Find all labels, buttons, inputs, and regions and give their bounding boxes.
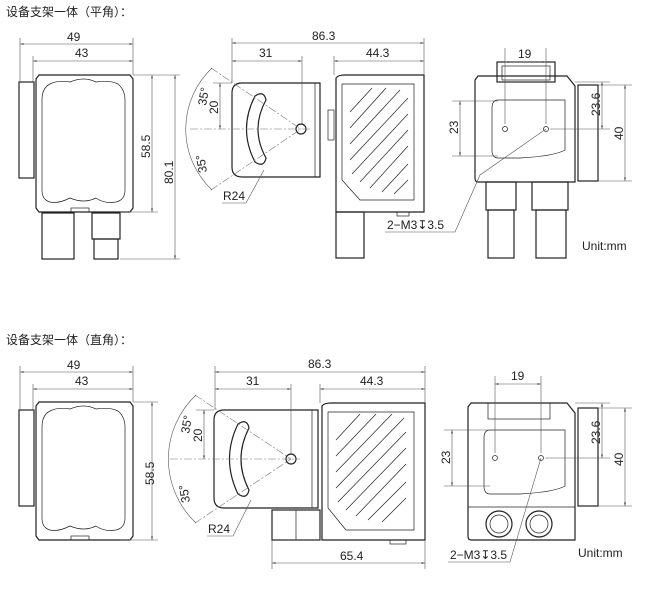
dim-body-length: 44.3 [360,374,384,388]
dim-length-total: 86.3 [308,357,332,371]
dim-height-total: 80.1 [162,160,176,184]
dim-radius: R24 [208,522,230,536]
section-flat-angle: 设备支架一体（平角）： 49 43 58.5 80.1 [6,5,632,260]
dim-angle-upper: 35° [195,86,212,106]
thread-note: 2−M3↧3.5 [450,548,507,562]
dim-height: 40 [612,452,626,466]
dim-hole-height: 23 [439,450,453,464]
dim-angle-lower: 35° [193,153,210,173]
unit-label: Unit:mm [578,546,623,560]
thread-note: 2−M3↧3.5 [387,218,444,232]
dim-height-body: 58.5 [139,134,153,158]
dim-width-inner: 43 [75,46,89,60]
dim-slot-height: 20 [207,100,221,114]
dim-radius: R24 [223,189,245,203]
dim-slot-height: 20 [191,428,205,442]
dim-angle-lower: 35° [176,483,193,503]
dim-angle-upper: 35° [178,414,195,434]
dim-bracket-offset: 31 [259,46,273,60]
dim-height-body: 58.5 [143,461,157,485]
dim-length-total: 86.3 [312,29,336,43]
dim-width-inner: 43 [75,374,89,388]
dim-mount-height: 23.6 [589,92,603,116]
dim-mount-height: 23.6 [589,420,603,444]
dim-bracket-offset: 31 [246,374,260,388]
back-view: 19 23 23.6 40 2−M3↧3.5 Unit:mm [439,369,632,563]
back-view: 19 23 23.6 40 2−M3↧3.5 Unit:mm [385,47,632,259]
dim-width-outer: 49 [67,358,81,372]
unit-label: Unit:mm [582,239,627,253]
dim-hole-spacing: 19 [518,47,532,61]
section-right-angle: 设备支架一体（直角）： 49 43 58.5 [6,333,632,569]
side-view: 86.3 31 44.3 20 35° 35° R24 65.4 [168,357,426,569]
dim-hole-height: 23 [447,120,461,134]
section-title: 设备支架一体（直角）： [6,333,132,347]
section-title: 设备支架一体（平角）： [6,5,132,19]
front-view: 49 43 58.5 [18,358,158,541]
dim-hole-spacing: 19 [511,369,525,383]
side-view: 86.3 31 44.3 20 35° 35° R24 [185,29,425,259]
dim-width-outer: 49 [67,30,81,44]
dim-height: 40 [612,126,626,140]
dim-body-length: 44.3 [366,46,390,60]
front-view: 49 43 58.5 80.1 [18,30,180,260]
dim-bottom-length: 65.4 [340,549,364,563]
